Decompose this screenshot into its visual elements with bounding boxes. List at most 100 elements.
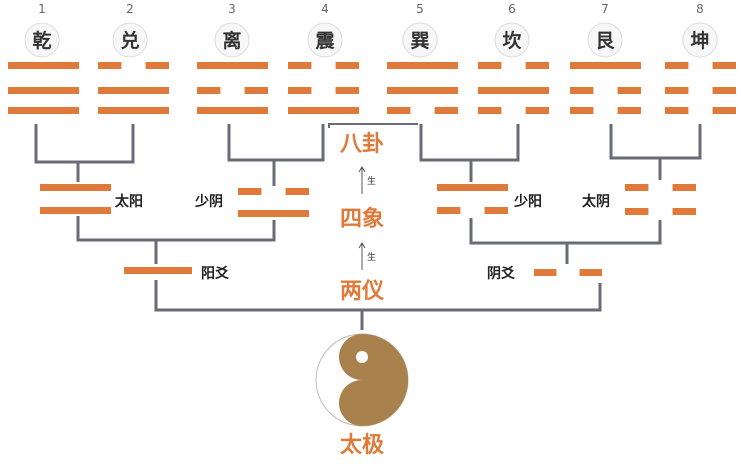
trigram-3-line-2-yin-line-right bbox=[244, 87, 268, 94]
stage-label-bagua: 八卦 bbox=[340, 132, 384, 157]
monogram-label: 阳爻 bbox=[201, 265, 230, 282]
connector-yang-yin bbox=[154, 280, 602, 330]
trigram-number: 1 bbox=[38, 2, 46, 16]
trigram-5-line-2-yang-line bbox=[387, 87, 458, 94]
monogram-2-yin-line-left bbox=[534, 269, 557, 276]
trigram-1-line-2-yang-line bbox=[8, 87, 79, 94]
trigram-name-badge bbox=[214, 22, 250, 58]
monogram-1: 阳爻 bbox=[124, 265, 230, 282]
trigram-number: 8 bbox=[696, 2, 704, 16]
trigram-5: 5巽 bbox=[387, 2, 458, 114]
bigram-3-line-2-yin-line-right bbox=[484, 207, 508, 214]
bigram-label: 少阴 bbox=[194, 193, 223, 210]
trigram-number: 7 bbox=[601, 2, 609, 16]
trigram-4-line-3-yang-line bbox=[288, 107, 359, 114]
trigram-3-line-2-yin-line-left bbox=[197, 87, 221, 94]
trigram-4-line-1-yin-line-left bbox=[288, 62, 312, 69]
arrow-label-sheng: 生 bbox=[367, 175, 376, 187]
connector-taiyang-shaoyin bbox=[76, 216, 276, 264]
trigram-2: 2兑 bbox=[98, 2, 169, 114]
trigram-name-badge bbox=[402, 22, 438, 58]
trigram-6: 6坎 bbox=[478, 2, 549, 114]
trigram-8-line-1-yin-line-left bbox=[665, 62, 689, 69]
trigram-8-line-2-yin-line-right bbox=[712, 87, 736, 94]
trigram-name-badge bbox=[682, 22, 718, 58]
trigram-name: 离 bbox=[222, 29, 241, 52]
trigram-number: 5 bbox=[416, 2, 424, 16]
trigram-4: 4震 bbox=[288, 2, 359, 114]
bigram-2-line-1-yin-line-left bbox=[238, 188, 262, 195]
bigram-1-line-2-yang-line bbox=[40, 207, 111, 214]
trigram-2-line-2-yang-line bbox=[98, 87, 169, 94]
bigram-4-line-2-yin-line-left bbox=[625, 208, 649, 215]
trigram-3-line-1-yang-line bbox=[197, 62, 268, 69]
bigram-2-line-1-yin-line-right bbox=[285, 188, 309, 195]
bigram-label: 少阳 bbox=[513, 193, 542, 210]
trigram-1-line-1-yang-line bbox=[8, 62, 79, 69]
stage-label-sixiang: 四象 bbox=[340, 206, 384, 232]
monogram-2: 阴爻 bbox=[487, 265, 602, 282]
trigram-number: 3 bbox=[228, 2, 236, 16]
bigrams: 太阳 少阴 少阳 太阴 bbox=[40, 184, 696, 217]
trigram-6-line-3-yin-line-right bbox=[525, 107, 549, 114]
trigram-name: 兑 bbox=[120, 29, 139, 52]
trigram-2-line-3-yang-line bbox=[98, 107, 169, 114]
trigram-7-line-1-yang-line bbox=[570, 62, 641, 69]
trigram-8: 8坤 bbox=[665, 2, 736, 114]
trigram-5-line-3-yin-line-left bbox=[387, 107, 411, 114]
trigram-1: 1乾 bbox=[8, 2, 79, 114]
bigram-label: 太阴 bbox=[582, 193, 610, 210]
trigram-name: 震 bbox=[315, 30, 335, 52]
trigram-7-line-2-yin-line-left bbox=[570, 87, 594, 94]
bigram-3-line-2-yin-line-left bbox=[437, 207, 461, 214]
arrow-sixiang-to-bagua bbox=[358, 166, 366, 194]
trigram-7-line-3-yin-line-right bbox=[617, 107, 641, 114]
bagua-top-rule bbox=[328, 123, 418, 128]
trigram-2-line-1-yin-line-left bbox=[98, 62, 122, 69]
arrow-label-sheng-2: 生 bbox=[367, 251, 376, 263]
taiji-yin-yang-icon bbox=[315, 333, 409, 427]
trigram-name: 坎 bbox=[502, 29, 521, 52]
bigram-4-line-2-yin-line-right bbox=[672, 208, 696, 215]
stage-label-taiji: 太极 bbox=[340, 433, 385, 458]
bigram-1-line-1-yang-line bbox=[40, 184, 111, 191]
bigram-4-line-1-yin-line-right bbox=[672, 184, 696, 191]
trigram-8-line-3-yin-line-left bbox=[665, 107, 689, 114]
trigram-3-line-3-yang-line bbox=[197, 107, 268, 114]
trigram-4-line-2-yin-line-left bbox=[288, 87, 312, 94]
bigram-label: 太阳 bbox=[115, 193, 143, 210]
trigram-1-line-3-yang-line bbox=[8, 107, 79, 114]
connectors bbox=[34, 123, 702, 330]
trigram-6-line-1-yin-line-left bbox=[478, 62, 502, 69]
connector-shaoyang-taiyin bbox=[469, 218, 662, 264]
trigram-4-line-1-yin-line-right bbox=[335, 62, 359, 69]
trigram-7-line-3-yin-line-left bbox=[570, 107, 594, 114]
trigram-2-line-1-yin-line-right bbox=[145, 62, 169, 69]
connector-xun-kan bbox=[419, 124, 520, 182]
trigram-name-badge bbox=[307, 22, 343, 58]
trigram-name-badge bbox=[494, 22, 530, 58]
trigram-name: 坤 bbox=[690, 29, 709, 52]
bigram-3: 少阳 bbox=[437, 184, 542, 214]
monograms: 阳爻 阴爻 bbox=[124, 265, 602, 282]
trigram-name-badge bbox=[112, 22, 148, 58]
trigram-name-badge bbox=[587, 22, 623, 58]
trigram-number: 6 bbox=[508, 2, 516, 16]
bigram-3-line-1-yang-line bbox=[437, 184, 508, 191]
trigram-8-line-3-yin-line-right bbox=[712, 107, 736, 114]
trigram-number: 2 bbox=[126, 2, 134, 16]
trigram-name-badge bbox=[24, 22, 60, 58]
trigram-6-line-1-yin-line-right bbox=[525, 62, 549, 69]
trigram-name: 乾 bbox=[32, 29, 51, 52]
trigram-3: 3离 bbox=[197, 2, 268, 114]
trigram-6-line-2-yang-line bbox=[478, 87, 549, 94]
trigram-7-line-2-yin-line-right bbox=[617, 87, 641, 94]
trigram-8-line-2-yin-line-left bbox=[665, 87, 689, 94]
trigram-7: 7艮 bbox=[570, 2, 641, 114]
trigram-name: 巽 bbox=[410, 30, 429, 52]
bigram-2: 少阴 bbox=[194, 188, 309, 217]
trigram-5-line-3-yin-line-right bbox=[434, 107, 458, 114]
